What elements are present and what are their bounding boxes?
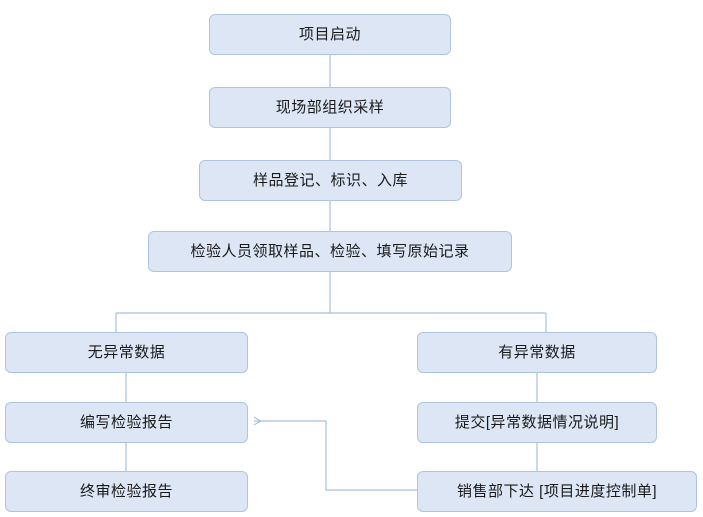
node-label-site-sampling: 现场部组织采样 — [275, 99, 385, 116]
node-label-no-abnormal-data: 无异常数据 — [87, 344, 166, 361]
node-label-inspection-record: 检验人员领取样品、检验、填写原始记录 — [190, 243, 470, 260]
node-label-sales-dept-order: 销售部下达 [项目进度控制单] — [456, 483, 657, 500]
node-label-final-inspection-report: 终审检验报告 — [79, 483, 173, 500]
node-label-write-inspection-report: 编写检验报告 — [79, 414, 173, 431]
node-inspection-record[interactable]: 检验人员领取样品、检验、填写原始记录 — [148, 231, 512, 272]
node-label-sample-registration: 样品登记、标识、入库 — [252, 172, 408, 189]
node-label-submit-abnormal-explanation: 提交[异常数据情况说明] — [454, 414, 620, 431]
connector-sales-order-feedback-to-write-report — [253, 416, 417, 491]
node-write-inspection-report[interactable]: 编写检验报告 — [5, 402, 248, 443]
node-final-inspection-report[interactable]: 终审检验报告 — [5, 471, 248, 512]
node-has-abnormal-data[interactable]: 有异常数据 — [417, 332, 657, 373]
node-no-abnormal-data[interactable]: 无异常数据 — [5, 332, 248, 373]
node-site-sampling[interactable]: 现场部组织采样 — [209, 87, 451, 128]
node-project-start[interactable]: 项目启动 — [209, 14, 451, 55]
node-label-has-abnormal-data: 有异常数据 — [498, 344, 576, 361]
node-sales-dept-order[interactable]: 销售部下达 [项目进度控制单] — [417, 471, 697, 512]
node-submit-abnormal-explanation[interactable]: 提交[异常数据情况说明] — [417, 402, 657, 443]
node-sample-registration[interactable]: 样品登记、标识、入库 — [199, 160, 462, 201]
node-label-project-start: 项目启动 — [298, 26, 361, 43]
